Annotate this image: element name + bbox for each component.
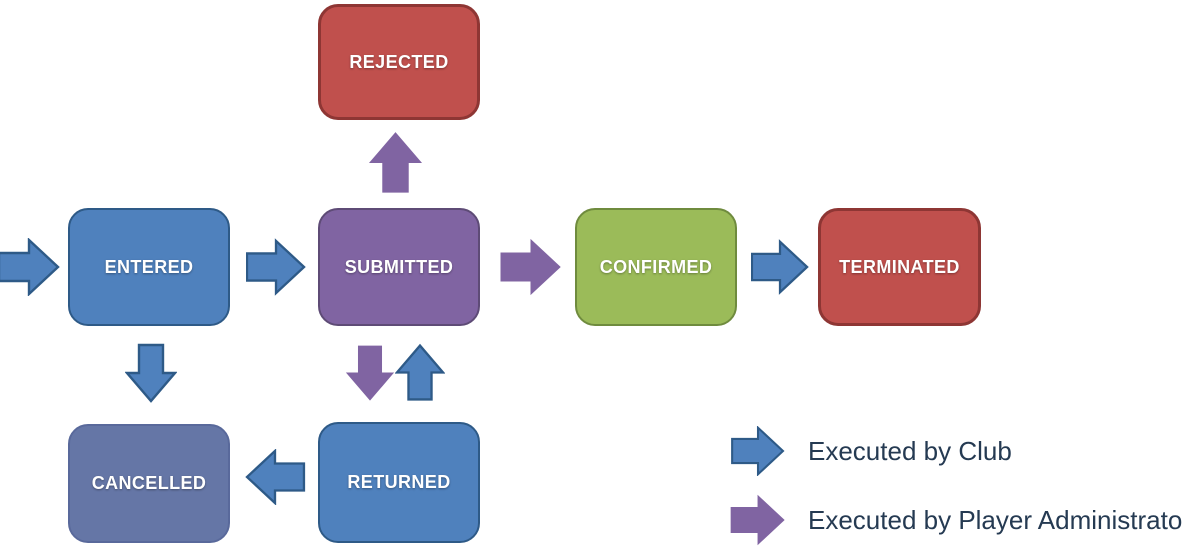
legend-item-player-administrator: Executed by Player Administrator <box>729 494 1182 546</box>
legend-label-player-administrator: Executed by Player Administrator <box>808 504 1182 535</box>
state-node-terminated: TERMINATED <box>818 208 981 326</box>
state-label-terminated: TERMINATED <box>839 256 960 277</box>
arrow-submitted-to-returned <box>345 345 395 401</box>
legend-item-club: Executed by Club <box>729 426 1012 476</box>
arrow-entered-to-submitted <box>246 238 306 296</box>
arrow-entered-to-cancelled <box>125 343 177 403</box>
arrow-submitted-to-confirmed <box>500 238 561 296</box>
arrow-confirmed-to-terminated <box>751 239 809 295</box>
state-node-entered: ENTERED <box>68 208 230 326</box>
legend-label-club: Executed by Club <box>808 435 1012 466</box>
state-node-returned: RETURNED <box>318 422 480 543</box>
state-node-submitted: SUBMITTED <box>318 208 480 326</box>
arrow-returned-to-submitted <box>395 343 445 401</box>
arrow-returned-to-cancelled <box>245 449 306 505</box>
club-arrow-icon <box>731 426 785 476</box>
arrow-submitted-to-rejected <box>368 132 423 193</box>
state-label-confirmed: CONFIRMED <box>599 256 713 277</box>
state-node-rejected: REJECTED <box>318 4 480 120</box>
state-node-confirmed: CONFIRMED <box>575 208 737 326</box>
state-label-submitted: SUBMITTED <box>344 256 454 277</box>
state-label-cancelled: CANCELLED <box>91 473 207 493</box>
player-administrator-arrow-icon <box>730 494 785 546</box>
arrow-start-to-entered <box>0 238 60 296</box>
state-label-returned: RETURNED <box>347 472 451 492</box>
state-node-cancelled: CANCELLED <box>68 424 230 543</box>
state-label-entered: ENTERED <box>104 256 194 277</box>
state-label-rejected: REJECTED <box>349 51 449 72</box>
